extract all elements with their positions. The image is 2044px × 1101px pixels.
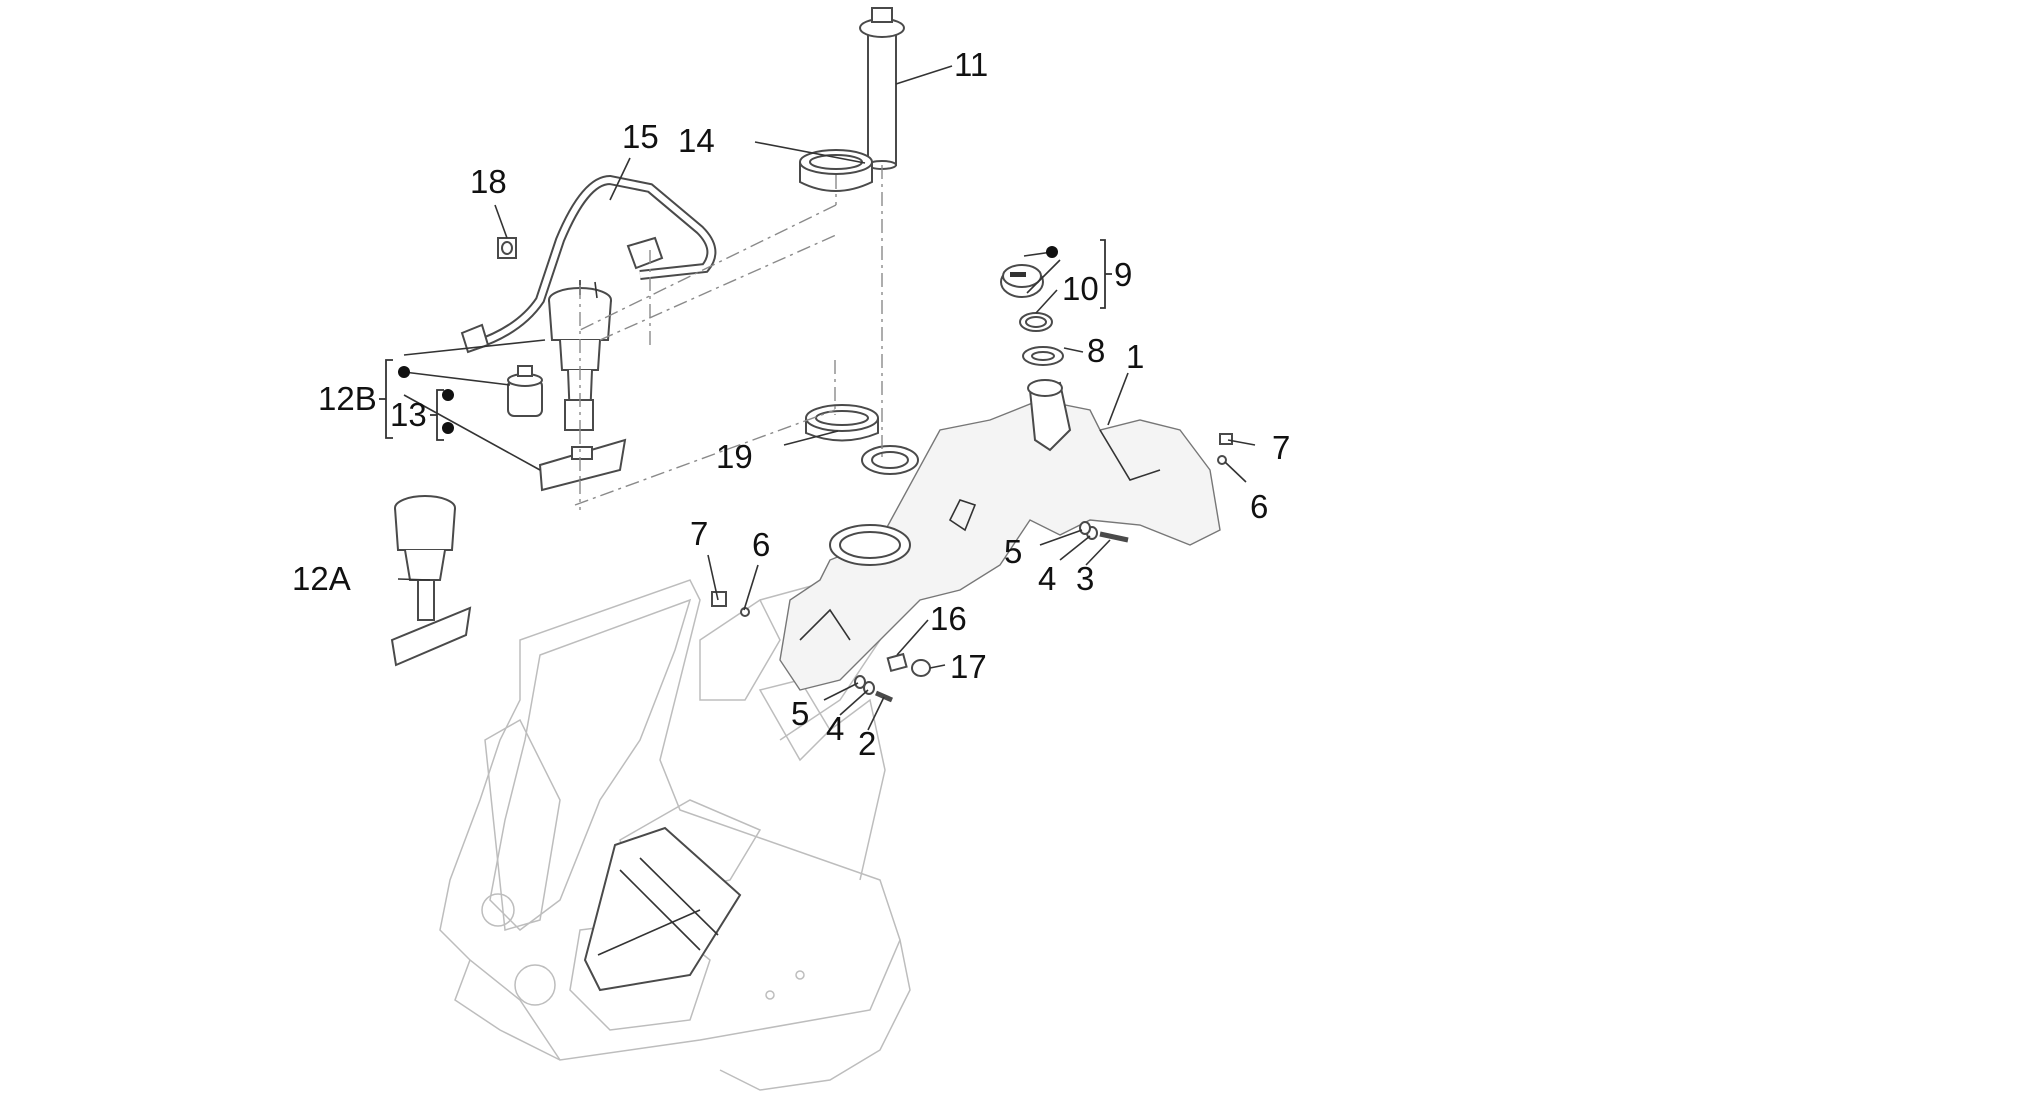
washer-5-left — [854, 675, 866, 689]
callout-12b: 12B — [318, 380, 377, 417]
fuel-strainer — [538, 438, 627, 492]
callout-16: 16 — [930, 600, 967, 637]
callout-4-right: 4 — [1038, 560, 1056, 597]
seal-ring — [805, 404, 879, 442]
callout-4-left: 4 — [826, 710, 844, 747]
callout-13: 13 — [390, 396, 427, 433]
callout-6-left: 6 — [752, 526, 770, 563]
fuel-tank — [779, 379, 1221, 691]
fastener-6-right — [1217, 455, 1227, 465]
grommet-17 — [911, 659, 931, 677]
callout-7-left: 7 — [690, 515, 708, 552]
callout-2: 2 — [858, 725, 876, 762]
callout-12a: 12A — [292, 560, 351, 597]
callout-7-right: 7 — [1272, 429, 1290, 466]
callout-15: 15 — [622, 118, 659, 155]
fuel-pump-12a — [390, 495, 472, 667]
callout-5-right: 5 — [1004, 533, 1022, 570]
callout-17: 17 — [950, 648, 987, 685]
callout-18: 18 — [470, 163, 507, 200]
leader-lines — [397, 65, 1256, 731]
fastener-7-right — [1219, 433, 1233, 445]
filler-ring — [1022, 346, 1064, 366]
callout-9: 9 — [1114, 256, 1132, 293]
fuel-cap — [1000, 264, 1044, 298]
callout-1: 1 — [1126, 338, 1144, 375]
washer-5-right — [1079, 521, 1091, 535]
group-brackets — [379, 239, 1112, 441]
floor-mat — [583, 826, 742, 992]
callout-8: 8 — [1087, 332, 1105, 369]
callout-14: 14 — [678, 122, 715, 159]
cap-gasket — [1019, 312, 1053, 332]
fuel-hose — [460, 174, 717, 354]
fastener-7-left — [711, 591, 727, 607]
fuel-level-sensor — [859, 7, 905, 170]
fuel-pump-12b — [548, 280, 612, 431]
callout-19: 19 — [716, 438, 753, 475]
hose-clip — [497, 237, 517, 259]
callout-11: 11 — [954, 46, 988, 83]
callout-10: 10 — [1062, 270, 1099, 307]
bolt-3 — [1099, 531, 1129, 543]
callout-6-right: 6 — [1250, 488, 1268, 525]
callout-labels: 1 2 3 4 4 5 5 6 6 7 7 8 9 10 11 12A 12B … — [292, 46, 1290, 762]
assembly-lines — [574, 165, 883, 510]
callout-5-left: 5 — [791, 695, 809, 732]
callout-3: 3 — [1076, 560, 1094, 597]
fuel-filter — [507, 365, 543, 417]
bolt-2 — [874, 690, 894, 703]
rubber-16 — [886, 652, 908, 673]
